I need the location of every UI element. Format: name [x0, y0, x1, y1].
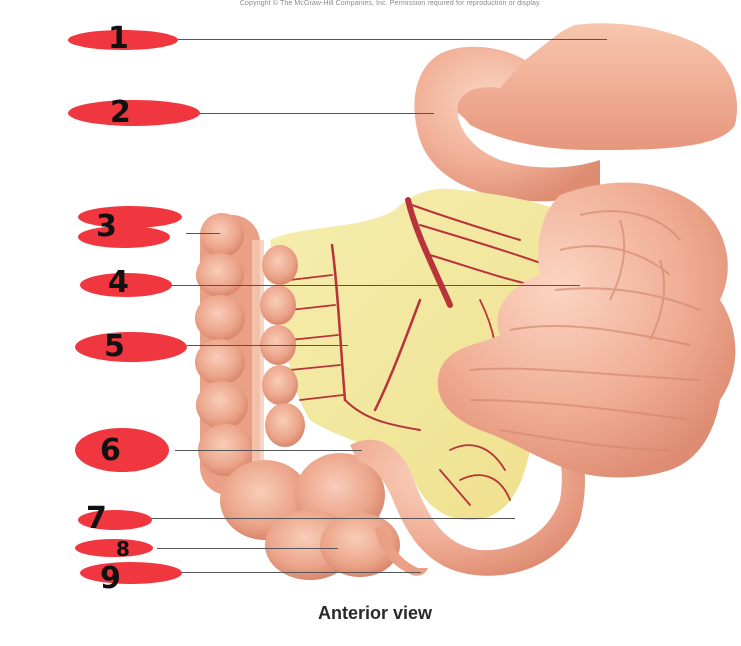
- redaction-blob-1: [68, 30, 178, 50]
- leader-line-6: [175, 450, 362, 452]
- leader-line-3: [186, 233, 220, 235]
- mesenteric-vessels: [289, 197, 561, 506]
- leader-line-9: [180, 572, 421, 574]
- label-number-8: 8: [116, 537, 130, 561]
- copyright-notice: Copyright © The McGraw-Hill Companies, I…: [239, 0, 542, 7]
- redaction-blob-8: [75, 539, 153, 557]
- redaction-blob-3: [78, 206, 182, 228]
- duodenum: [414, 46, 600, 202]
- redaction-blob-3b: [78, 226, 170, 248]
- redaction-blob-2: [68, 100, 200, 126]
- ascending-colon: [195, 213, 305, 495]
- leader-line-8: [157, 548, 338, 550]
- label-number-9: 9: [100, 561, 121, 596]
- stomach: [440, 23, 738, 150]
- redaction-blob-9: [80, 562, 182, 584]
- redaction-blob-7: [78, 510, 152, 530]
- redaction-blob-5: [75, 332, 187, 362]
- cecum: [220, 453, 400, 580]
- leader-line-1: [175, 39, 607, 41]
- label-number-3: 3: [96, 209, 117, 244]
- figure-caption: Anterior view: [317, 603, 433, 623]
- leader-line-2: [195, 113, 434, 115]
- redaction-blob-4: [80, 273, 172, 297]
- redaction-blob-6: [75, 428, 169, 472]
- label-number-7: 7: [86, 501, 107, 536]
- label-number-6: 6: [100, 433, 121, 468]
- leader-line-4: [172, 285, 580, 287]
- label-number-1: 1: [108, 21, 129, 56]
- appendix: [375, 525, 428, 576]
- leader-line-7: [148, 518, 515, 520]
- label-number-5: 5: [104, 329, 125, 364]
- label-number-2: 2: [110, 95, 131, 130]
- label-number-4: 4: [108, 265, 129, 300]
- small-intestine: [437, 182, 736, 478]
- leader-line-5: [187, 345, 348, 347]
